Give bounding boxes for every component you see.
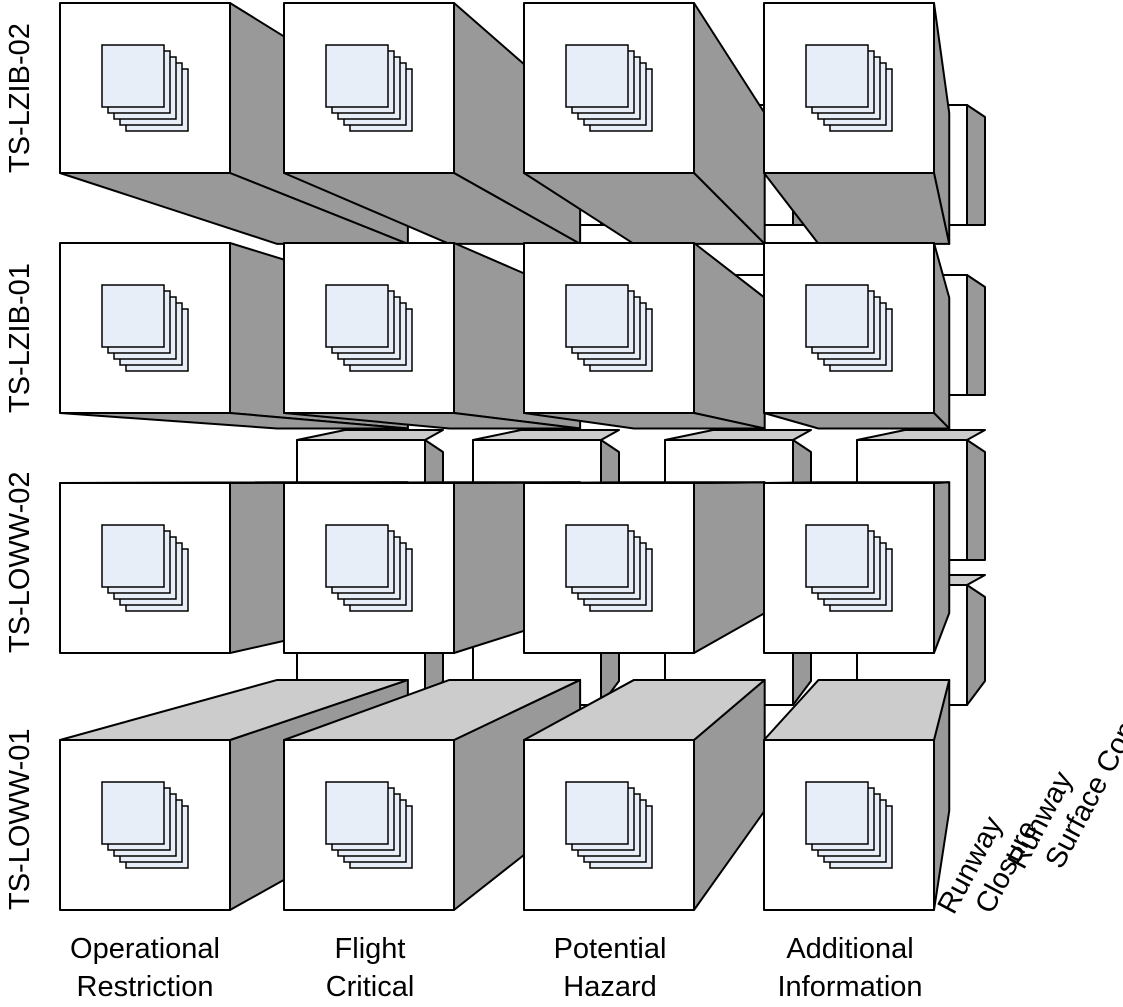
row-label: TS-LZIB-01	[4, 263, 36, 413]
cube-side-face	[966, 439, 986, 561]
document-stack-icon	[805, 284, 893, 372]
column-label-line: Additional	[786, 933, 914, 965]
cube-front-cell	[523, 242, 766, 430]
document-sheet	[325, 44, 389, 108]
document-sheet	[805, 524, 869, 588]
column-label-line: Potential	[553, 933, 667, 965]
document-stack-icon	[325, 44, 413, 132]
document-stack-icon	[565, 524, 653, 612]
cube-front-cell	[763, 242, 951, 430]
row-label: TS-LZIB-02	[4, 23, 36, 173]
document-sheet	[101, 524, 165, 588]
document-sheet	[565, 44, 629, 108]
document-sheet	[565, 781, 629, 845]
document-sheet	[805, 781, 869, 845]
cube-bottom-face	[763, 172, 951, 245]
cube-front-cell	[283, 2, 582, 245]
cube-side-face	[933, 242, 951, 430]
document-stack-icon	[805, 44, 893, 132]
document-sheet	[101, 284, 165, 348]
document-sheet	[101, 44, 165, 108]
column-label-line: Flight	[334, 933, 406, 965]
document-sheet	[805, 44, 869, 108]
column-label-line: Restriction	[76, 971, 214, 1003]
column-label-line: Operational	[70, 933, 220, 965]
column-label-line: Hazard	[563, 971, 657, 1003]
column-label-line: Information	[777, 971, 923, 1003]
cube-top-face	[472, 429, 620, 441]
cube-front-cell	[763, 481, 951, 654]
cube-top-face	[856, 429, 986, 441]
document-stack-icon	[101, 524, 189, 612]
document-sheet	[565, 284, 629, 348]
document-stack-icon	[325, 284, 413, 372]
cube-side-face	[966, 104, 986, 226]
row-label: TS-LOWW-02	[4, 471, 36, 653]
cube-side-face	[966, 274, 986, 396]
document-stack-icon	[805, 781, 893, 869]
document-sheet	[805, 284, 869, 348]
cube-front-cell	[523, 2, 766, 245]
cube-front-cell	[523, 678, 766, 911]
document-stack-icon	[565, 44, 653, 132]
document-sheet	[565, 524, 629, 588]
document-sheet	[325, 524, 389, 588]
document-stack-icon	[565, 284, 653, 372]
document-stack-icon	[805, 524, 893, 612]
document-sheet	[325, 781, 389, 845]
row-label: TS-LOWW-01	[4, 728, 36, 910]
cube-front-cell	[763, 2, 951, 245]
document-sheet	[101, 781, 165, 845]
cube-front-cell	[763, 678, 951, 911]
cube-bottom-face	[763, 412, 951, 430]
cube-side-face	[693, 242, 766, 430]
document-stack-icon	[101, 284, 189, 372]
document-stack-icon	[565, 781, 653, 869]
document-stack-icon	[325, 781, 413, 869]
column-label-line: Critical	[325, 971, 415, 1003]
cube-top-face	[664, 429, 812, 441]
document-stack-icon	[101, 781, 189, 869]
document-stack-icon	[325, 524, 413, 612]
cube-side-face	[966, 584, 986, 706]
cube-top-face	[296, 429, 444, 441]
cube-front-cell	[523, 481, 766, 654]
document-stack-icon	[101, 44, 189, 132]
document-sheet	[325, 284, 389, 348]
